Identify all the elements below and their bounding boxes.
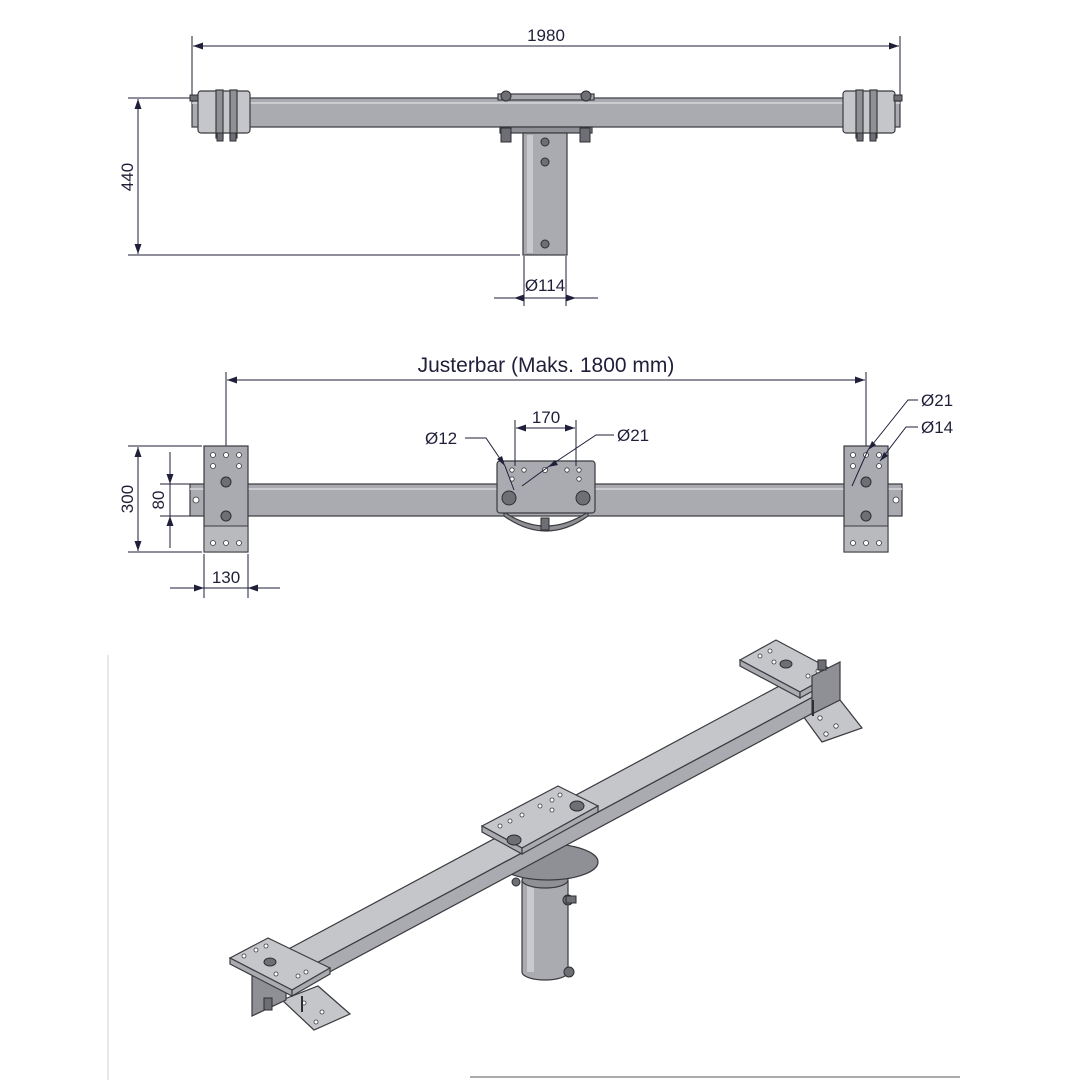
hole-center-label: Ø21 bbox=[617, 426, 649, 445]
iso-left-clamp bbox=[228, 937, 352, 1031]
left-clamp bbox=[189, 89, 251, 142]
center-mount-top bbox=[497, 90, 595, 256]
center-mount-plate bbox=[496, 460, 596, 532]
top-view: 1980 440 bbox=[118, 26, 903, 306]
plate-width-dimension-label: 130 bbox=[212, 568, 240, 587]
middle-view: Justerbar (Maks. 1800 mm) bbox=[118, 354, 953, 598]
iso-right-clamp bbox=[738, 639, 841, 716]
iso-pipe bbox=[521, 871, 577, 981]
width-dimension-label: 1980 bbox=[527, 26, 565, 45]
center-hole-spacing-label: 170 bbox=[532, 408, 560, 427]
end-hole-small-label: Ø14 bbox=[921, 418, 953, 437]
iso-center-plate bbox=[480, 785, 600, 856]
hole-small-label: Ø12 bbox=[425, 429, 457, 448]
adjustable-dimension-label: Justerbar (Maks. 1800 mm) bbox=[418, 354, 675, 377]
right-clamp bbox=[842, 89, 903, 142]
left-mount-plate bbox=[203, 445, 249, 553]
height-300-dimension-label: 300 bbox=[118, 485, 137, 513]
right-mount-plate bbox=[843, 445, 889, 553]
end-hole-large-label: Ø21 bbox=[921, 391, 953, 410]
pipe-diameter-label: Ø114 bbox=[525, 276, 565, 295]
bar-height-dimension-label: 80 bbox=[149, 491, 168, 510]
height-dimension-label: 440 bbox=[118, 163, 137, 191]
isometric-view bbox=[228, 639, 863, 1031]
